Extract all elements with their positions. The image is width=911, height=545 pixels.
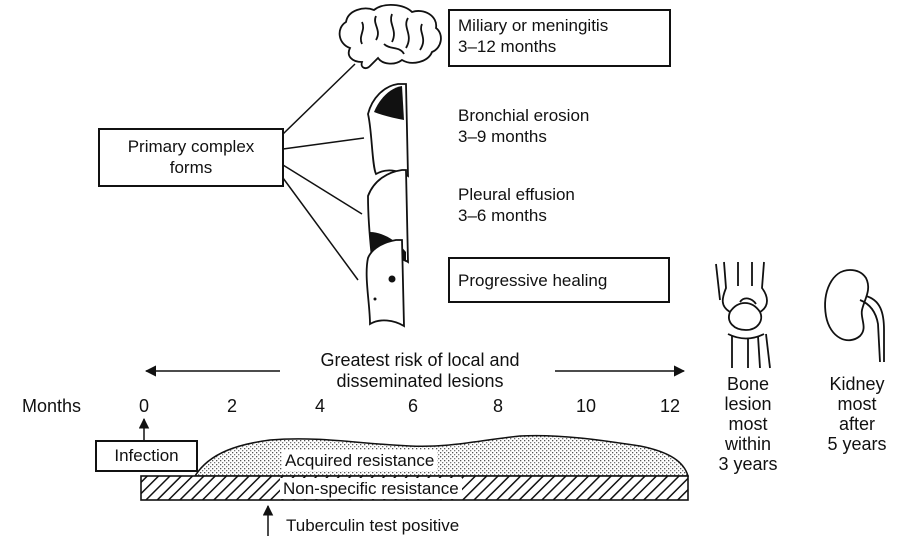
kidney-line2: most	[812, 394, 902, 415]
acquired-resistance-band	[195, 436, 688, 476]
primary-complex-line2: forms	[98, 157, 284, 178]
bronchial-title: Bronchial erosion	[458, 105, 589, 126]
brain-icon	[340, 5, 441, 68]
tick-label-8: 8	[483, 396, 513, 417]
tick-label-0: 0	[129, 396, 159, 417]
risk-label-line1: Greatest risk of local and	[260, 350, 580, 371]
miliary-title: Miliary or meningitis	[458, 15, 608, 36]
months-label: Months	[22, 396, 81, 417]
bone-line1: Bone	[708, 374, 788, 395]
bone-line5: 3 years	[708, 454, 788, 475]
kidney-icon	[825, 270, 884, 362]
tick-label-10: 10	[568, 396, 604, 417]
lung-healing-icon	[367, 240, 404, 326]
risk-label-line2: disseminated lesions	[260, 371, 580, 392]
tick-label-2: 2	[217, 396, 247, 417]
infection-label: Infection	[95, 445, 198, 466]
kidney-line1: Kidney	[812, 374, 902, 395]
miliary-time: 3–12 months	[458, 36, 556, 57]
tick-label-4: 4	[305, 396, 335, 417]
pleural-title: Pleural effusion	[458, 184, 575, 205]
healing-title: Progressive healing	[458, 270, 607, 291]
connector-lines	[283, 64, 364, 280]
tuberculin-label: Tuberculin test positive	[286, 515, 459, 536]
primary-complex-line1: Primary complex	[98, 136, 284, 157]
bone-line2: lesion	[708, 394, 788, 415]
kidney-line4: 5 years	[812, 434, 902, 455]
bone-line3: most	[708, 414, 788, 435]
acquired-resistance-label: Acquired resistance	[282, 450, 437, 471]
lung-bronchial-icon	[368, 84, 408, 176]
nonspecific-resistance-label: Non-specific resistance	[280, 478, 462, 499]
tick-label-6: 6	[398, 396, 428, 417]
kidney-line3: after	[812, 414, 902, 435]
bone-line4: within	[708, 434, 788, 455]
knee-bone-icon	[716, 262, 770, 368]
bronchial-time: 3–9 months	[458, 126, 547, 147]
tick-label-12: 12	[652, 396, 688, 417]
pleural-time: 3–6 months	[458, 205, 547, 226]
